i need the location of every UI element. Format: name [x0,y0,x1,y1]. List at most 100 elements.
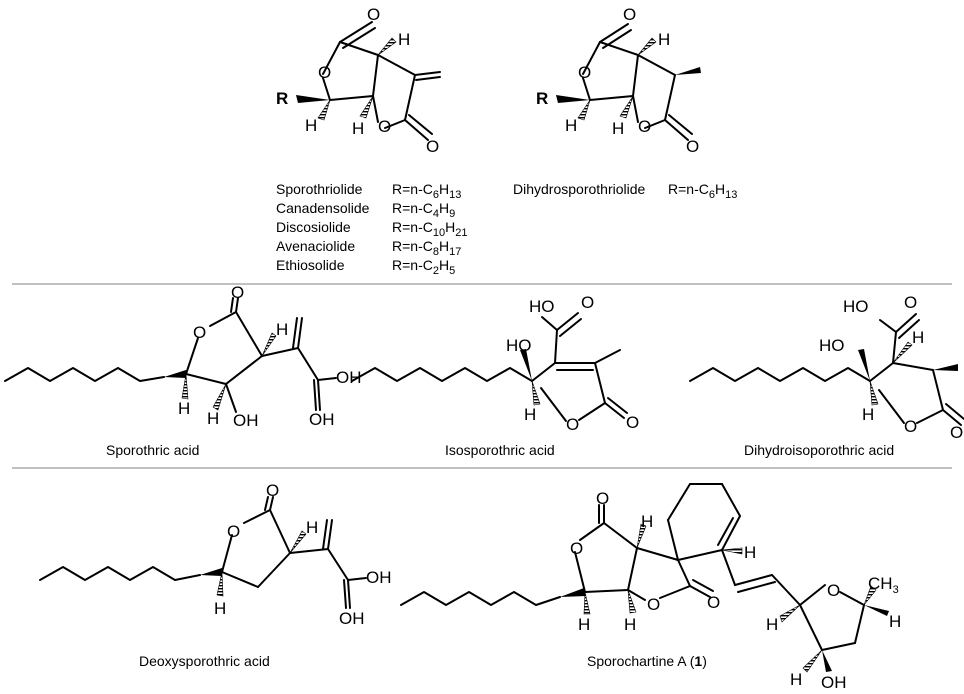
text-fragment: R=n-C [392,200,433,216]
text-fragment: R=n-C [392,257,433,273]
family-row: Avenaciolide R=n-C8H17 [276,238,461,258]
atom-oh: OH [309,410,335,429]
text-fragment: H [439,200,449,216]
text-fragment: 6 [433,189,439,201]
svg-text:R=n-C6H13: R=n-C6H13 [668,181,737,201]
deoxysporothric-acid-structure: O O H H OH OH [39,481,392,628]
text-fragment: 21 [455,227,467,239]
text-fragment: Canadensolide [276,200,370,216]
atom-h: H [624,615,636,634]
text-fragment: 17 [449,246,461,258]
text-fragment: 1 [694,653,702,669]
text-fragment: Discosiolide [276,219,351,235]
atom-o: O [581,293,594,312]
atom-h: H [178,399,190,418]
atom-o: O [827,581,840,600]
atom-o: O [904,293,917,312]
dilactone-family-list: Sporothriolide R=n-C6H13 Canadensolide R… [276,181,737,277]
isosporothric-acid-structure: HO HO O O O H [351,293,639,434]
atom-h: H [524,405,536,424]
svg-text:R=n-C6H13: R=n-C6H13 [392,181,461,201]
atom-h: H [641,512,653,531]
text-fragment: 10 [433,227,445,239]
atom-o: O [367,5,380,24]
atom-o: O [193,323,206,342]
text-fragment: Sporothriolide [276,181,363,197]
atom-ho: HO [506,336,532,355]
svg-text:R=n-C2H5: R=n-C2H5 [392,257,455,277]
atom-h: H [207,409,219,428]
text-fragment: H [439,257,449,273]
atom-h: H [276,320,288,339]
atom-o: O [647,595,660,614]
atom-ch3: CH3 [868,574,899,596]
sporochartine-a-structure: O O O O O H H H H H H H OH CH3 [400,483,901,692]
atom-h: H [305,116,317,135]
atom-o: O [378,117,391,136]
atom-o: O [570,539,583,558]
atom-ho: HO [529,297,555,316]
atom-h: H [862,405,874,424]
text-fragment: R=n-C [392,238,433,254]
atom-oh: OH [821,673,847,692]
text-fragment: 6 [709,189,715,201]
dihydro-row: Dihydrosporothriolide R=n-C6H13 [513,181,737,201]
atom-h: H [612,119,624,138]
atom-h: H [790,670,802,689]
atom-o: O [578,63,591,82]
text-fragment: Avenaciolide [276,238,355,254]
atom-h: H [565,116,577,135]
text-fragment: Sporochartine A ( [587,653,695,669]
label-sporothric-acid: Sporothric acid [106,442,199,458]
atom-o: O [623,5,636,24]
atom-o: O [318,63,331,82]
atom-oh: OH [336,368,362,387]
text-fragment: H [439,181,449,197]
atom-oh: OH [339,609,365,628]
svg-text:R=n-C8H17: R=n-C8H17 [392,238,461,258]
atom-o: O [231,283,244,302]
text-fragment: 2 [433,265,439,277]
text-fragment: CH [868,574,893,593]
text-fragment: H [439,238,449,254]
dihydroisoporothric-acid-structure: HO HO O O O H H [689,293,964,442]
text-fragment: R=n-C [392,219,433,235]
text-fragment: 8 [433,246,439,258]
text-fragment: 13 [725,189,737,201]
text-fragment: 5 [449,265,455,277]
text-fragment: 9 [449,208,455,220]
label-dihydroisoporothric-acid: Dihydroisoporothric acid [744,442,894,458]
sporothriolide-structure: O O O O H H H R [276,5,441,156]
atom-o: O [638,117,651,136]
atom-h: H [658,30,670,49]
svg-text:R=n-C10H21: R=n-C10H21 [392,219,467,239]
text-fragment: ) [702,653,707,669]
atom-h: H [352,119,364,138]
dihydrosporothriolide-structure: O O O O H H H R [536,5,701,156]
label-deoxysporothric-acid: Deoxysporothric acid [139,653,270,669]
atom-o: O [626,413,639,432]
family-row: Discosiolide R=n-C10H21 [276,219,467,239]
text-fragment: Dihydrosporothriolide [513,181,646,197]
svg-text:R=n-C4H9: R=n-C4H9 [392,200,455,220]
atom-h: H [214,599,226,618]
atom-o: O [426,137,439,156]
label-isosporothric-acid: Isosporothric acid [445,442,555,458]
atom-oh: OH [366,568,392,587]
atom-h: H [306,518,318,537]
atom-ho: HO [843,297,869,316]
text-fragment: R=n-C [668,181,709,197]
text-fragment: H [445,219,455,235]
atom-o: O [566,415,579,434]
label-sporochartine-a: Sporochartine A (1) [587,653,707,669]
atom-ho: HO [819,336,845,355]
text-fragment: Ethiosolide [276,257,345,273]
atom-h: H [889,612,901,631]
atom-h: H [912,328,924,347]
atom-o: O [707,593,720,612]
text-fragment: 4 [433,208,439,220]
family-row: Sporothriolide R=n-C6H13 [276,181,461,201]
sporothric-acid-structure: O O H H H OH OH OH [4,283,362,430]
atom-h: H [398,30,410,49]
text-fragment: R=n-C [392,181,433,197]
